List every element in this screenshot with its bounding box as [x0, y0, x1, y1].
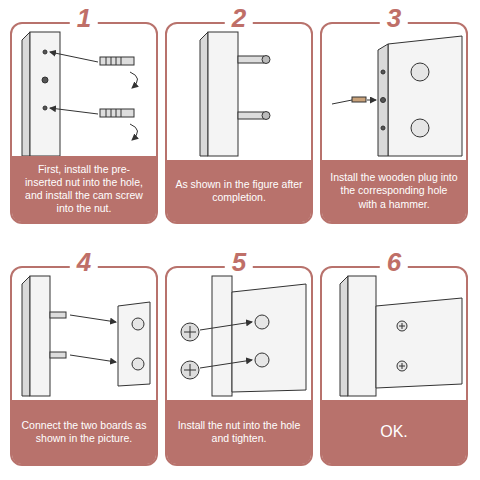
step-panel: 1First, install the pre-inserted nut int… [10, 22, 158, 224]
caption-band: OK. [322, 400, 466, 464]
step-panel: 6OK. [320, 266, 468, 466]
caption-band: As shown in the figure after completion. [167, 160, 311, 222]
step-panel: 5Install the nut into the hole and tight… [165, 266, 313, 466]
caption-band: Install the wooden plug into the corresp… [322, 160, 466, 222]
step-caption: Connect the two boards as shown in the p… [12, 415, 156, 449]
step-panel: 2As shown in the figure after completion… [165, 22, 313, 224]
step-number: 6 [380, 249, 408, 275]
step-caption: OK. [322, 418, 466, 446]
step4-figure [22, 276, 150, 396]
step1-figure [22, 32, 138, 156]
step-number: 2 [225, 5, 253, 31]
step2-figure [200, 32, 270, 156]
step5-figure [181, 276, 306, 396]
step6-figure [340, 276, 462, 396]
step-number: 4 [70, 249, 98, 275]
caption-band: First, install the pre-inserted nut into… [12, 156, 156, 223]
step-caption: As shown in the figure after completion. [167, 174, 311, 208]
step3-figure [332, 36, 462, 156]
caption-band: Connect the two boards as shown in the p… [12, 400, 156, 464]
step-caption: Install the wooden plug into the corresp… [322, 167, 466, 214]
step-caption: First, install the pre-inserted nut into… [12, 159, 156, 220]
step-number: 3 [380, 5, 408, 31]
step-number: 1 [70, 5, 98, 31]
step-panel: 3Install the wooden plug into the corres… [320, 22, 468, 224]
caption-band: Install the nut into the hole and tighte… [167, 400, 311, 464]
step-number: 5 [225, 249, 253, 275]
step-caption: Install the nut into the hole and tighte… [167, 415, 311, 449]
step-panel: 4Connect the two boards as shown in the … [10, 266, 158, 466]
